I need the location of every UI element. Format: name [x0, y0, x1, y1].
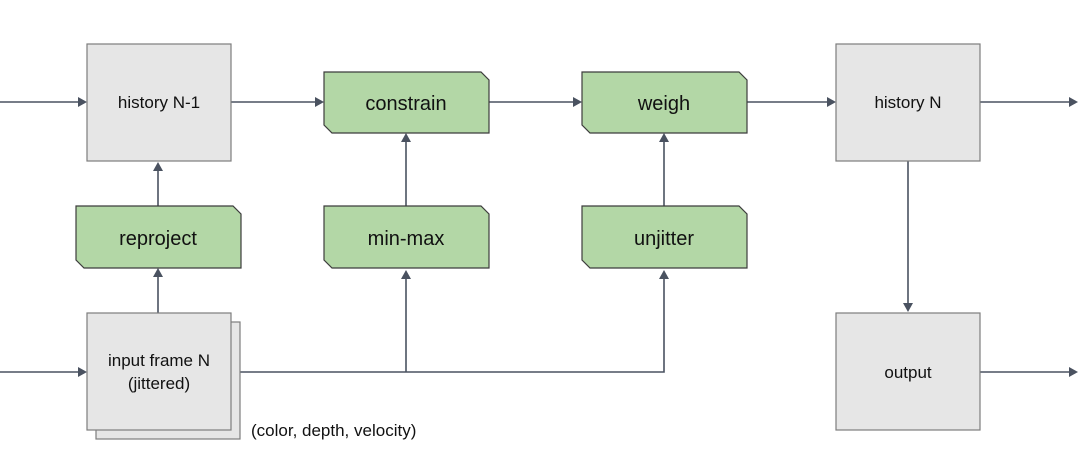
node-constrain: constrain [323, 71, 490, 134]
arrowhead [401, 270, 411, 279]
arrowhead [903, 303, 913, 312]
output-label: output [884, 363, 932, 382]
node-history-prev: history N-1 [86, 43, 232, 162]
input-frame-label-line2: (jittered) [128, 374, 190, 393]
input-bus-line [231, 278, 665, 373]
history-n-label: history N [874, 93, 941, 112]
connectors [0, 97, 1078, 377]
node-reproject: reproject [75, 205, 242, 269]
node-output: output [835, 312, 981, 431]
input-frame-label-line1: input frame N [108, 351, 210, 370]
node-unjitter: unjitter [581, 205, 748, 269]
node-input-frame: input frame N (jittered) [86, 312, 241, 440]
node-history-n: history N [835, 43, 981, 162]
arrowhead [401, 133, 411, 142]
arrowhead [573, 97, 582, 107]
arrowhead [315, 97, 324, 107]
constrain-label: constrain [365, 93, 446, 115]
reproject-label: reproject [119, 228, 197, 250]
arrowhead [659, 133, 669, 142]
unjitter-label: unjitter [634, 228, 694, 250]
arrowhead [78, 97, 87, 107]
min-max-label: min-max [368, 228, 445, 250]
arrowhead [153, 162, 163, 171]
weigh-label: weigh [637, 93, 690, 115]
arrowhead [1069, 97, 1078, 107]
arrowhead [78, 367, 87, 377]
arrowhead [827, 97, 836, 107]
arrowhead [153, 268, 163, 277]
node-weigh: weigh [581, 71, 748, 134]
history-prev-label: history N-1 [118, 93, 200, 112]
input-annotation: (color, depth, velocity) [251, 421, 416, 440]
arrowhead [1069, 367, 1078, 377]
node-min-max: min-max [323, 205, 490, 269]
arrowhead [659, 270, 669, 279]
